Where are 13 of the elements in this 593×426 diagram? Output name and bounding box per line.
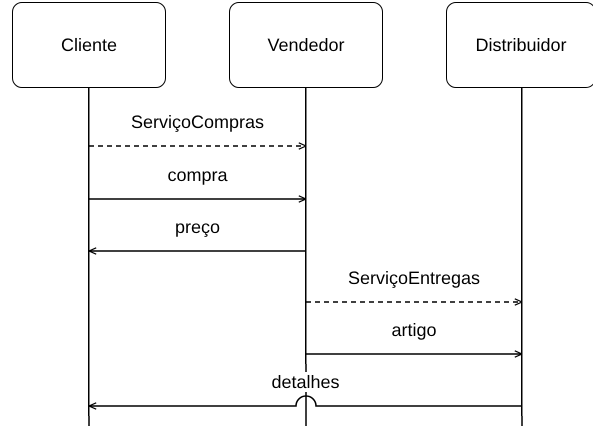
message-arrow [88,247,306,255]
message-arrow [89,142,307,150]
participant-box: Distribuidor [446,2,593,88]
message-arrow [89,195,307,203]
message-label: detalhes [269,372,342,392]
participant-box: Vendedor [229,2,383,88]
message-label: ServiçoCompras [128,112,266,132]
message-label: ServiçoEntregas [346,268,482,288]
participant-box: Cliente [12,2,166,88]
message-arrow [306,350,523,358]
message-arrow [306,298,523,306]
message-label: artigo [389,320,439,340]
message-arrow [88,395,522,410]
